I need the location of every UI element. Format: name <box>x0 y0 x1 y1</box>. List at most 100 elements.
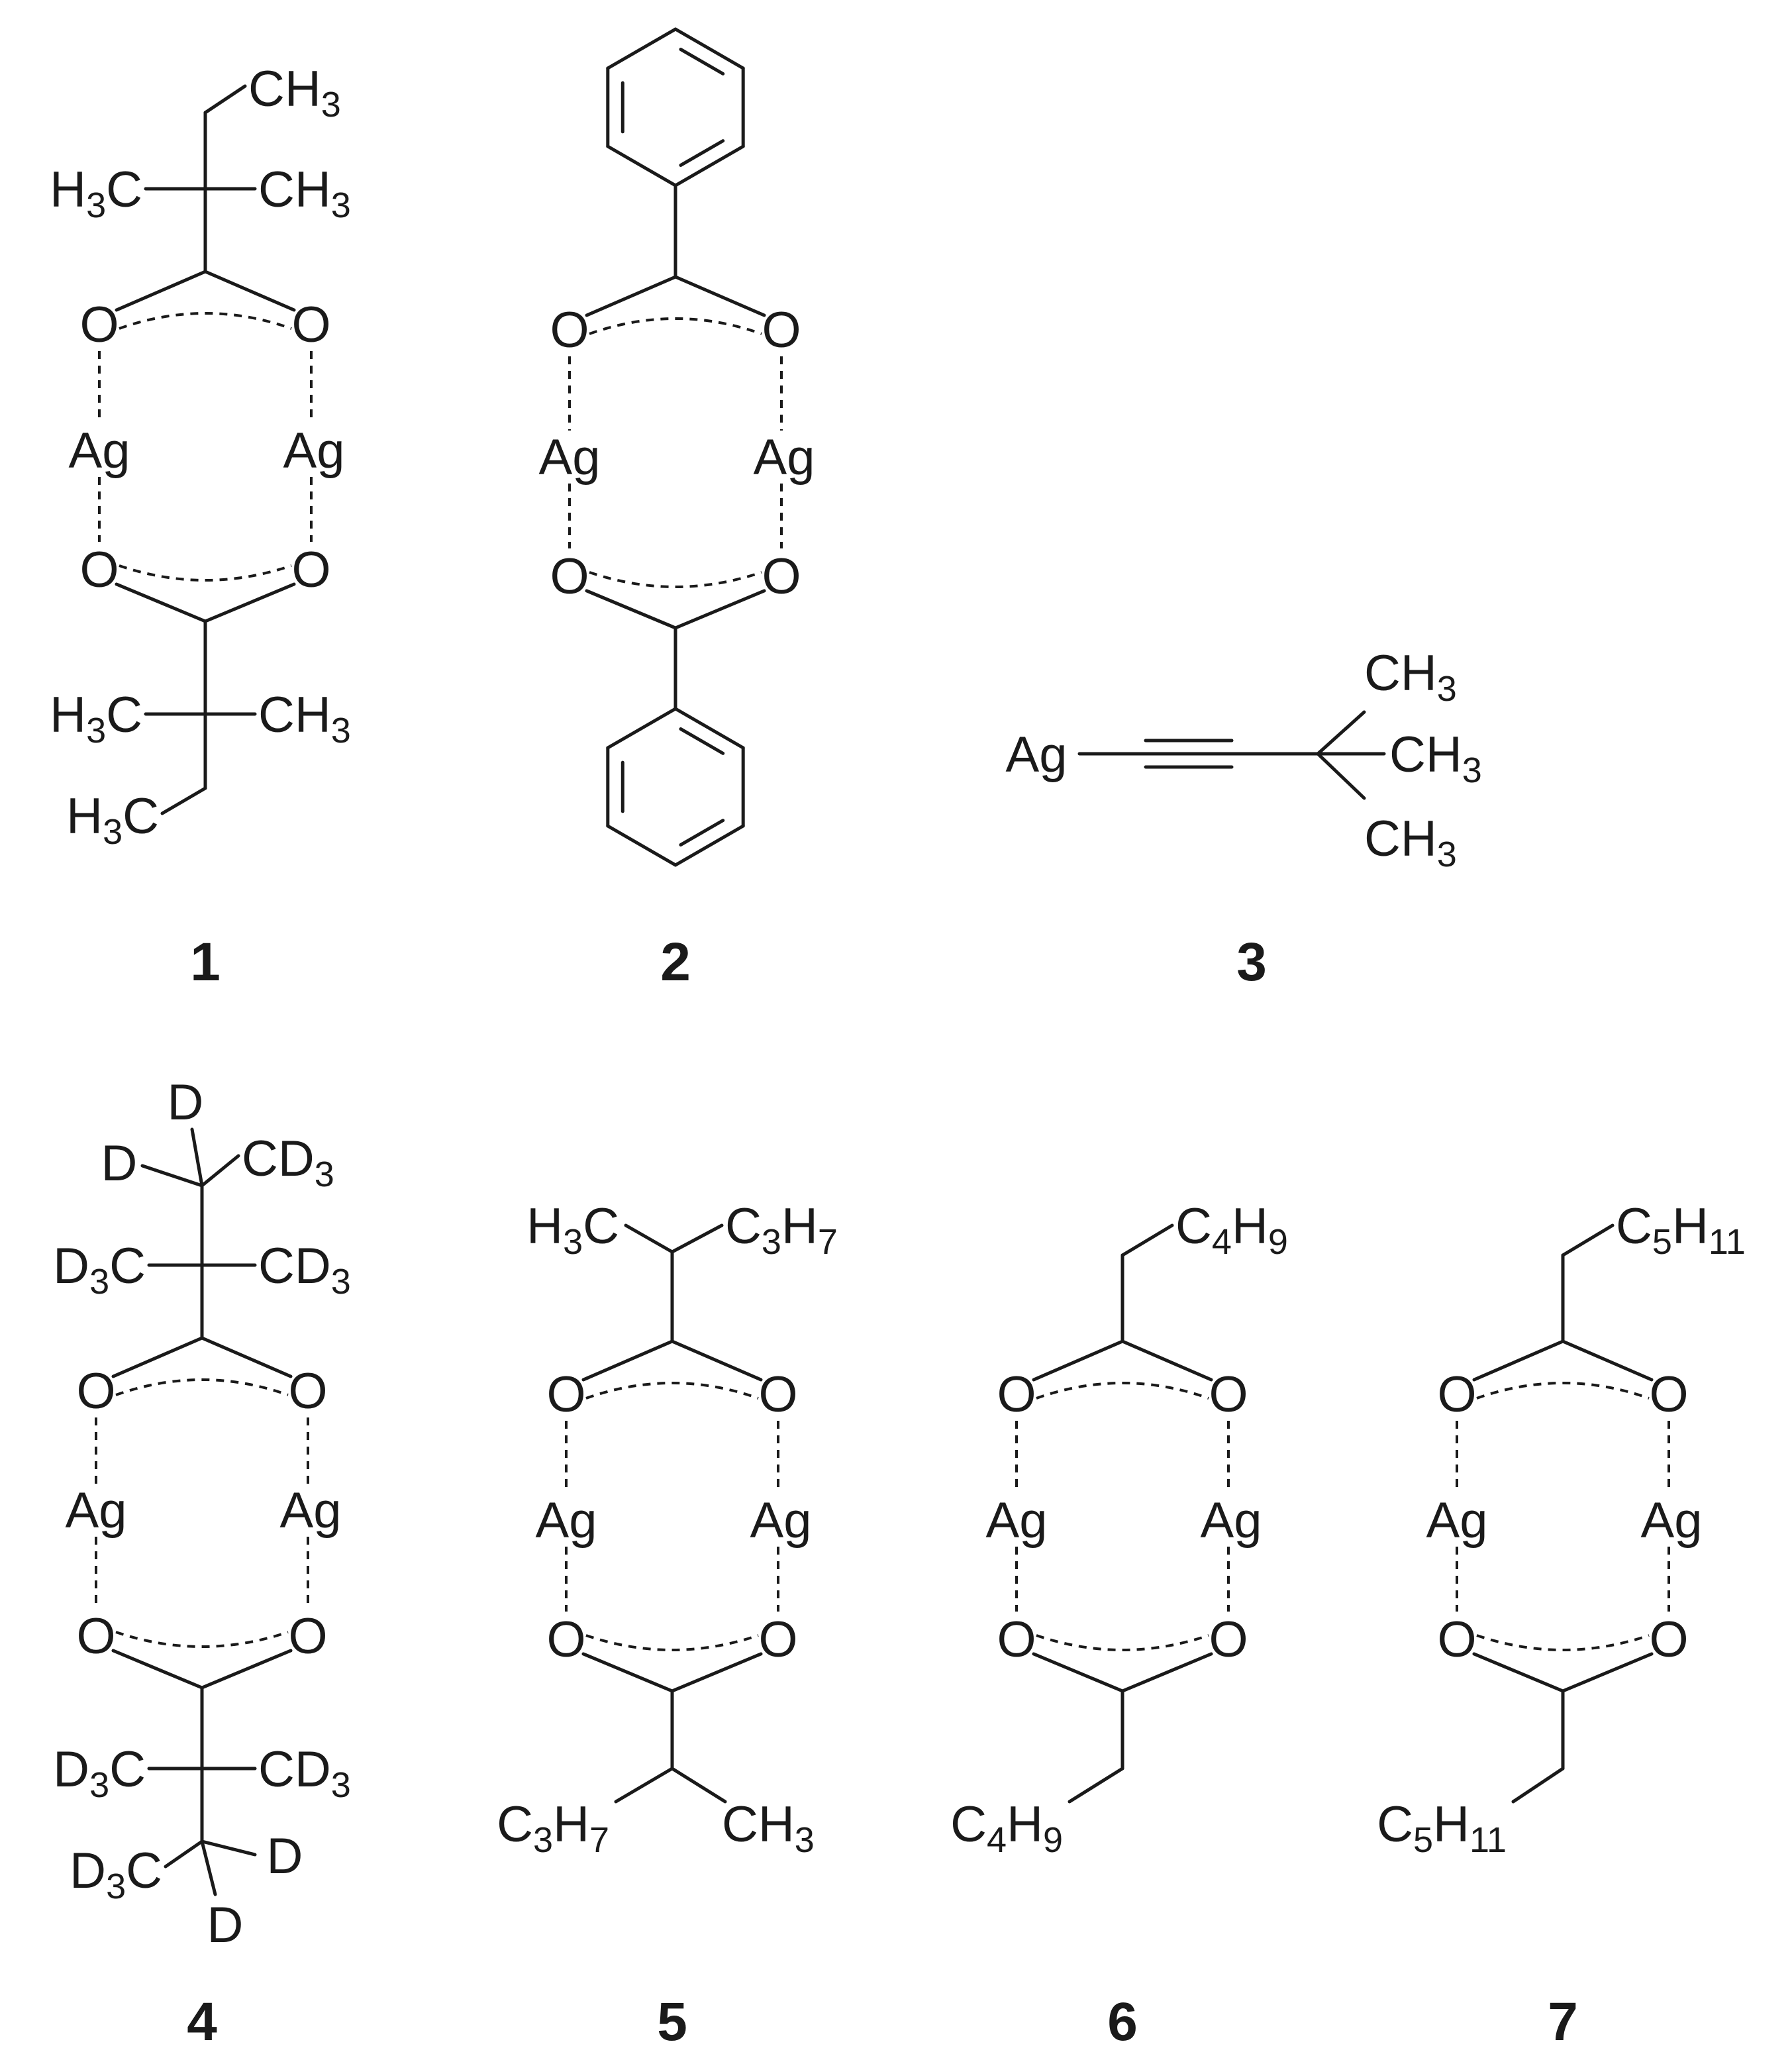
delocalized-bond <box>115 1631 289 1648</box>
delocalized-bond <box>589 571 762 588</box>
bond <box>111 1649 204 1690</box>
oxygen-atom: O <box>1437 1366 1476 1423</box>
bond <box>160 786 207 815</box>
delocalized-bond <box>589 317 762 335</box>
atom-label: D3C <box>53 1741 146 1805</box>
oxygen-atom: O <box>1209 1366 1248 1423</box>
oxygen-atom: O <box>1209 1612 1248 1668</box>
bond <box>200 1336 293 1378</box>
bond <box>585 275 677 317</box>
bond <box>164 1839 204 1869</box>
atom-label: H3C <box>50 687 142 750</box>
atom-label: D <box>267 1828 303 1884</box>
atom-label: CH3 <box>258 687 351 750</box>
oxygen-atom: O <box>546 1612 585 1668</box>
bond <box>1561 1652 1654 1693</box>
oxygen-atom: O <box>762 548 801 605</box>
oxygen-atom: O <box>762 302 801 358</box>
bond <box>679 48 725 76</box>
atom-label: CH3 <box>258 162 351 225</box>
silver-atom: Ag <box>754 429 815 486</box>
atom-label: CH3 <box>1389 727 1482 790</box>
compound-number: 5 <box>657 1992 687 2052</box>
oxygen-atom: O <box>758 1612 797 1668</box>
silver-atom: Ag <box>536 1492 597 1549</box>
bond <box>1120 1652 1213 1693</box>
compound-number: 3 <box>1236 932 1267 992</box>
silver-atom: Ag <box>283 423 345 479</box>
oxygen-atom: O <box>79 297 119 353</box>
delocalized-bond <box>119 312 292 330</box>
bond <box>203 84 247 115</box>
atom-label: CD3 <box>258 1238 351 1302</box>
silver-atom: Ag <box>69 423 130 479</box>
bond <box>679 819 725 847</box>
bond <box>140 1164 204 1188</box>
delocalized-bond <box>1476 1634 1650 1651</box>
bond <box>203 582 296 623</box>
atom-label: D <box>101 1135 138 1192</box>
atom-label: D3C <box>53 1238 146 1302</box>
silver-atom: Ag <box>1006 727 1068 783</box>
silver-atom: Ag <box>750 1492 812 1549</box>
compound-number: 7 <box>1548 1992 1578 2052</box>
oxygen-atom: O <box>1649 1366 1688 1423</box>
bond <box>670 1652 763 1693</box>
bond <box>1068 1767 1124 1804</box>
bond <box>1472 1652 1565 1693</box>
delocalized-bond <box>1036 1382 1209 1400</box>
bond <box>1120 1223 1174 1257</box>
compound-number: 2 <box>660 932 691 992</box>
compound-number: 4 <box>187 1992 217 2052</box>
delocalized-bond <box>585 1634 759 1651</box>
atom-label: CH3 <box>1364 811 1457 874</box>
bond <box>673 27 745 70</box>
bond <box>624 1223 674 1254</box>
bond <box>585 589 677 630</box>
bond <box>115 270 207 312</box>
atom-label: D <box>207 1897 244 1953</box>
bond <box>673 144 745 187</box>
atom-label: C4H9 <box>950 1796 1063 1860</box>
atom-label: CD3 <box>258 1741 351 1805</box>
bond <box>581 1652 674 1693</box>
bond <box>673 824 745 867</box>
compound-number: 6 <box>1107 1992 1138 2052</box>
bond <box>673 707 745 750</box>
bond <box>670 1339 763 1382</box>
atom-label: H3C <box>526 1198 619 1262</box>
bond <box>606 707 677 750</box>
bond <box>200 1839 217 1896</box>
bond <box>673 275 766 317</box>
bond <box>203 270 296 312</box>
atom-label: H3C <box>50 162 142 225</box>
oxygen-atom: O <box>291 297 330 353</box>
bond <box>670 1767 727 1804</box>
atom-label: C3H7 <box>725 1198 838 1262</box>
bond <box>670 1223 724 1254</box>
bond <box>1316 710 1366 756</box>
atom-label: CH3 <box>248 61 341 125</box>
bond <box>1316 752 1366 800</box>
oxygen-atom: O <box>758 1366 797 1423</box>
delocalized-bond <box>1036 1634 1209 1651</box>
bond <box>200 1649 293 1690</box>
oxygen-atom: O <box>288 1363 327 1419</box>
bond <box>1032 1652 1124 1693</box>
oxygen-atom: O <box>997 1366 1036 1423</box>
atom-label: C5H11 <box>1616 1198 1746 1262</box>
silver-atom: Ag <box>1426 1492 1488 1549</box>
atom-label: C5H11 <box>1377 1796 1507 1860</box>
bond <box>1472 1339 1565 1382</box>
silver-atom: Ag <box>1201 1492 1262 1549</box>
bond <box>115 582 207 623</box>
bond <box>606 824 677 867</box>
silver-atom: Ag <box>1641 1492 1703 1549</box>
oxygen-atom: O <box>550 302 589 358</box>
oxygen-atom: O <box>1437 1612 1476 1668</box>
delocalized-bond <box>585 1382 759 1400</box>
oxygen-atom: O <box>291 542 330 598</box>
atom-label: H3C <box>66 788 159 852</box>
